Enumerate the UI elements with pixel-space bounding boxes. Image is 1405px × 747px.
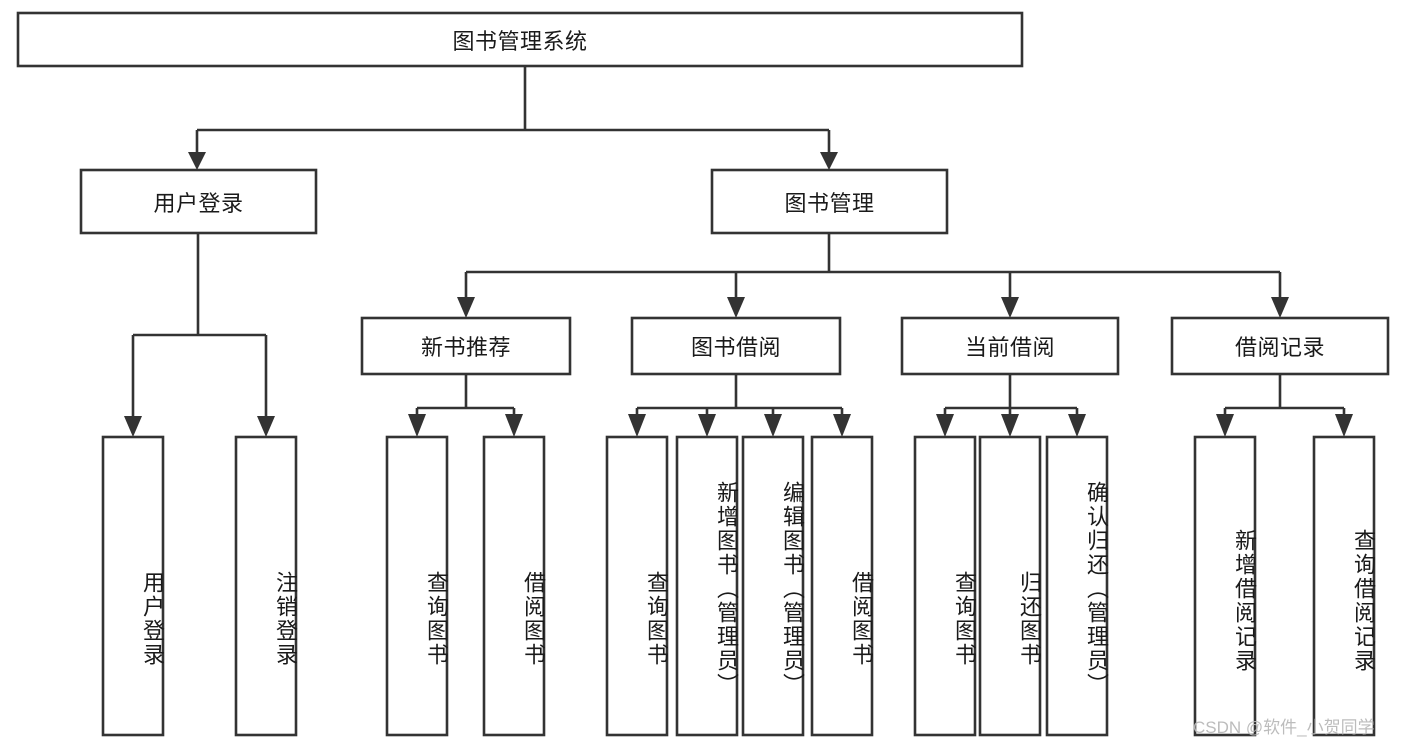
arrow-head-borrow-record — [1271, 297, 1289, 318]
leaf-box-cb-return-book[interactable] — [978, 435, 1042, 737]
leaf-box-bb-query-book[interactable] — [605, 435, 669, 737]
leaf-box-nb-query-book[interactable] — [385, 435, 449, 737]
connector-book-manage-bus — [464, 233, 1282, 300]
node-box-root[interactable] — [16, 11, 1024, 68]
arrow-head-leaf-bb-2 — [698, 414, 716, 437]
node-box-book-manage[interactable] — [710, 168, 949, 235]
arrow-head-user-login — [188, 152, 206, 170]
connector-root-to-level2 — [195, 66, 831, 155]
leaf-box-logout[interactable] — [234, 435, 298, 737]
arrow-head-leaf-bb-1 — [628, 414, 646, 437]
arrow-head-leaf-bb-4 — [833, 414, 851, 437]
arrow-head-leaf-nb-1 — [408, 414, 426, 437]
leaf-box-nb-borrow-book[interactable] — [482, 435, 546, 737]
arrow-head-leaf-br-1 — [1216, 414, 1234, 437]
leaf-box-bb-borrow-book[interactable] — [810, 435, 874, 737]
node-box-user-login[interactable] — [79, 168, 318, 235]
node-box-book-borrow[interactable] — [630, 316, 842, 376]
arrow-head-leaf-cb-2 — [1001, 414, 1019, 437]
connector-borrow-record-bus — [1223, 374, 1346, 419]
node-box-current-borrow[interactable] — [900, 316, 1120, 376]
connector-user-login-bus — [131, 233, 268, 419]
arrow-head-leaf-logout — [257, 416, 275, 437]
arrow-head-current-borrow — [1001, 297, 1019, 318]
connector-book-borrow-bus — [635, 374, 844, 419]
node-box-new-book[interactable] — [360, 316, 572, 376]
arrow-head-leaf-cb-3 — [1068, 414, 1086, 437]
arrow-head-leaf-br-2 — [1335, 414, 1353, 437]
arrow-head-leaf-nb-2 — [505, 414, 523, 437]
arrow-head-leaf-cb-1 — [936, 414, 954, 437]
leaf-box-cb-query-book[interactable] — [913, 435, 977, 737]
arrow-head-leaf-bb-3 — [764, 414, 782, 437]
connector-new-book-bus — [415, 374, 516, 419]
arrow-head-new-book — [457, 297, 475, 318]
arrow-head-leaf-user-login — [124, 416, 142, 437]
leaf-box-bb-add-book[interactable] — [675, 435, 739, 737]
arrow-head-book-manage — [820, 152, 838, 170]
leaf-box-br-add-record[interactable] — [1193, 435, 1257, 737]
leaf-box-br-query-record[interactable] — [1312, 435, 1376, 737]
csdn-watermark: CSDN @软件_小贺同学 — [1193, 718, 1375, 737]
leaf-box-user-login[interactable] — [101, 435, 165, 737]
connector-current-borrow-bus — [943, 374, 1079, 419]
node-box-borrow-record[interactable] — [1170, 316, 1390, 376]
arrow-head-book-borrow — [727, 297, 745, 318]
leaf-box-bb-edit-book[interactable] — [741, 435, 805, 737]
leaf-box-cb-confirm-return[interactable] — [1045, 435, 1109, 737]
